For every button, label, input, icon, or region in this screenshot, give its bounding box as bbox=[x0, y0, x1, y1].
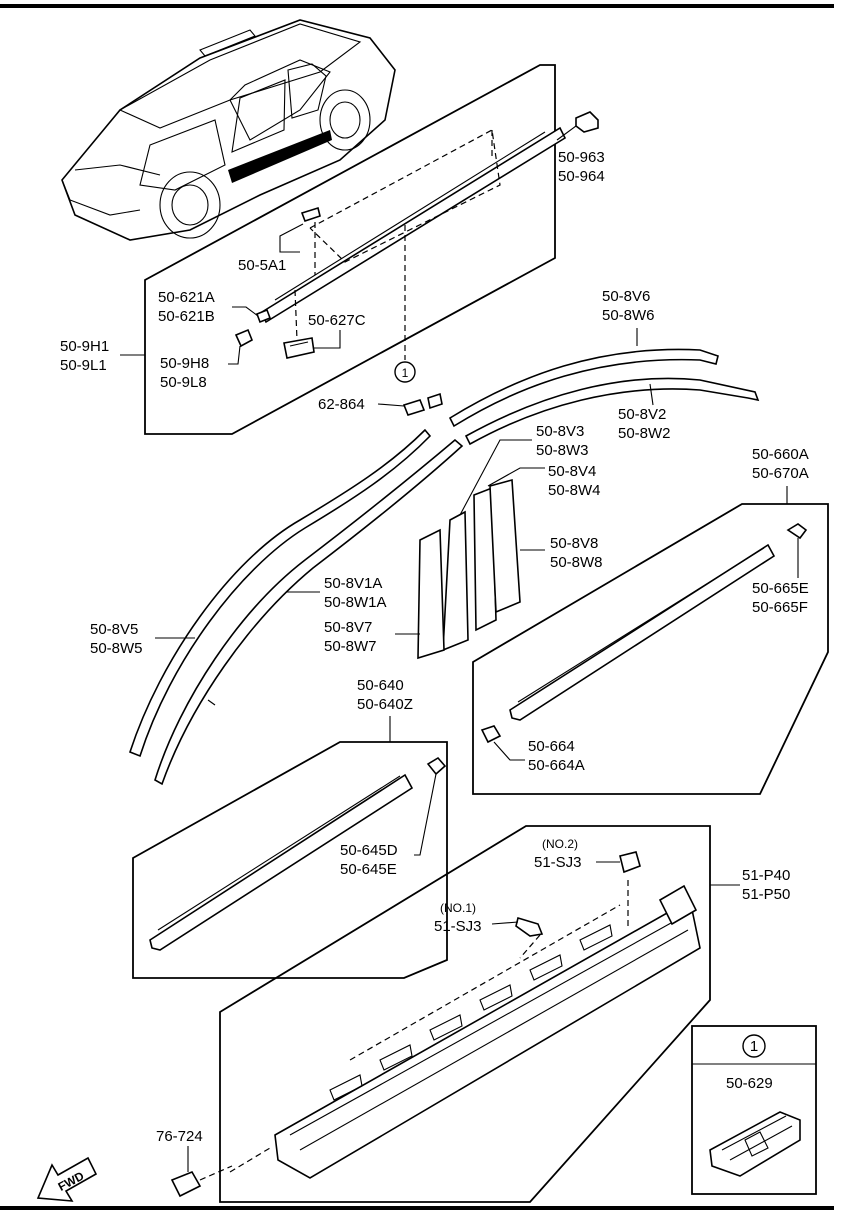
clip-50-664 bbox=[480, 725, 502, 744]
label-50-8V8: 50-8V8 bbox=[550, 535, 598, 552]
label-50-8W5: 50-8W5 bbox=[90, 640, 143, 657]
frame-front-belt-molding bbox=[132, 741, 448, 979]
detail-box-circle-1 bbox=[742, 1034, 766, 1058]
label-50-8V4: 50-8V4 bbox=[548, 463, 596, 480]
part-50-629 bbox=[709, 1111, 801, 1177]
pillar-50-8V4 bbox=[473, 486, 497, 632]
clip-50-9H8 bbox=[234, 328, 254, 348]
fastener-51-SJ3-no2 bbox=[619, 851, 641, 874]
belt-molding-50-660A bbox=[509, 543, 776, 721]
roof-molding-strip bbox=[261, 126, 567, 324]
label-50-8W4: 50-8W4 bbox=[548, 482, 601, 499]
reference-circle-1-text: 1 bbox=[402, 366, 409, 380]
label-51-SJ3-no2: 51-SJ3 bbox=[534, 854, 582, 871]
label-50-8V5: 50-8V5 bbox=[90, 621, 138, 638]
belt-molding-50-640 bbox=[149, 773, 414, 951]
label-50-664A: 50-664A bbox=[528, 757, 585, 774]
label-50-9H1: 50-9H1 bbox=[60, 338, 109, 355]
label-50-963: 50-963 bbox=[558, 149, 605, 166]
pillar-50-8V7 bbox=[417, 528, 445, 660]
frame-side-sill bbox=[219, 825, 711, 1203]
label-50-9L1: 50-9L1 bbox=[60, 357, 107, 374]
molding-50-8V1A bbox=[154, 438, 464, 786]
label-50-8W6: 50-8W6 bbox=[602, 307, 655, 324]
label-51-P40: 51-P40 bbox=[742, 867, 790, 884]
clip-50-665E bbox=[786, 523, 808, 540]
fwd-arrow-icon: FWD bbox=[36, 1156, 98, 1202]
clip-50-627C bbox=[283, 337, 315, 359]
detail-box-50-629 bbox=[691, 1025, 817, 1195]
label-50-8V1A: 50-8V1A bbox=[324, 575, 382, 592]
label-50-621A: 50-621A bbox=[158, 289, 215, 306]
dashed-outline-roof bbox=[309, 129, 501, 263]
label-50-8W8: 50-8W8 bbox=[550, 554, 603, 571]
molding-50-8V6 bbox=[448, 348, 719, 428]
label-50-629: 50-629 bbox=[726, 1075, 773, 1092]
molding-50-8V5 bbox=[129, 428, 432, 758]
car-illustration bbox=[61, 19, 396, 241]
end-cap-50-621A bbox=[255, 308, 272, 324]
clip-62-864 bbox=[402, 399, 426, 416]
label-no2: (NO.2) bbox=[542, 837, 578, 851]
label-50-8V7: 50-8V7 bbox=[324, 619, 372, 636]
label-50-645D: 50-645D bbox=[340, 842, 398, 859]
label-50-665E: 50-665E bbox=[752, 580, 809, 597]
label-50-8W1A: 50-8W1A bbox=[324, 594, 387, 611]
side-sill-51-P40 bbox=[274, 898, 701, 1179]
label-50-9L8: 50-9L8 bbox=[160, 374, 207, 391]
detail-box-circle-1-text: 1 bbox=[750, 1038, 758, 1055]
label-51-P50: 51-P50 bbox=[742, 886, 790, 903]
fastener-51-SJ3-no1 bbox=[515, 916, 544, 937]
label-62-864: 62-864 bbox=[318, 396, 365, 413]
label-51-SJ3-no1: 51-SJ3 bbox=[434, 918, 482, 935]
label-76-724: 76-724 bbox=[156, 1128, 203, 1145]
label-50-627C: 50-627C bbox=[308, 312, 366, 329]
pillar-50-8V3 bbox=[442, 510, 469, 652]
label-50-665F: 50-665F bbox=[752, 599, 808, 616]
label-50-660A: 50-660A bbox=[752, 446, 809, 463]
label-50-964: 50-964 bbox=[558, 168, 605, 185]
molding-50-8V2 bbox=[464, 377, 760, 446]
label-50-621B: 50-621B bbox=[158, 308, 215, 325]
label-50-664: 50-664 bbox=[528, 738, 575, 755]
label-50-8V6: 50-8V6 bbox=[602, 288, 650, 305]
pillar-50-8V8 bbox=[489, 478, 521, 614]
label-50-8W7: 50-8W7 bbox=[324, 638, 377, 655]
clip-76-724 bbox=[170, 1170, 202, 1198]
frame-roof-molding bbox=[144, 64, 556, 435]
label-50-8W2: 50-8W2 bbox=[618, 425, 671, 442]
label-50-8W3: 50-8W3 bbox=[536, 442, 589, 459]
label-no1: (NO.1) bbox=[440, 901, 476, 915]
label-50-640Z: 50-640Z bbox=[357, 696, 413, 713]
clip-50-5A1 bbox=[300, 206, 321, 223]
label-50-8V3: 50-8V3 bbox=[536, 423, 584, 440]
clip-50-963 bbox=[575, 111, 599, 133]
frame-rear-belt-molding bbox=[472, 503, 829, 795]
clip-50-645D bbox=[426, 756, 447, 776]
label-50-640: 50-640 bbox=[357, 677, 404, 694]
label-50-670A: 50-670A bbox=[752, 465, 809, 482]
reference-circle-1 bbox=[394, 361, 416, 383]
label-50-9H8: 50-9H8 bbox=[160, 355, 209, 372]
label-50-5A1: 50-5A1 bbox=[238, 257, 286, 274]
label-50-645E: 50-645E bbox=[340, 861, 397, 878]
label-50-8V2: 50-8V2 bbox=[618, 406, 666, 423]
